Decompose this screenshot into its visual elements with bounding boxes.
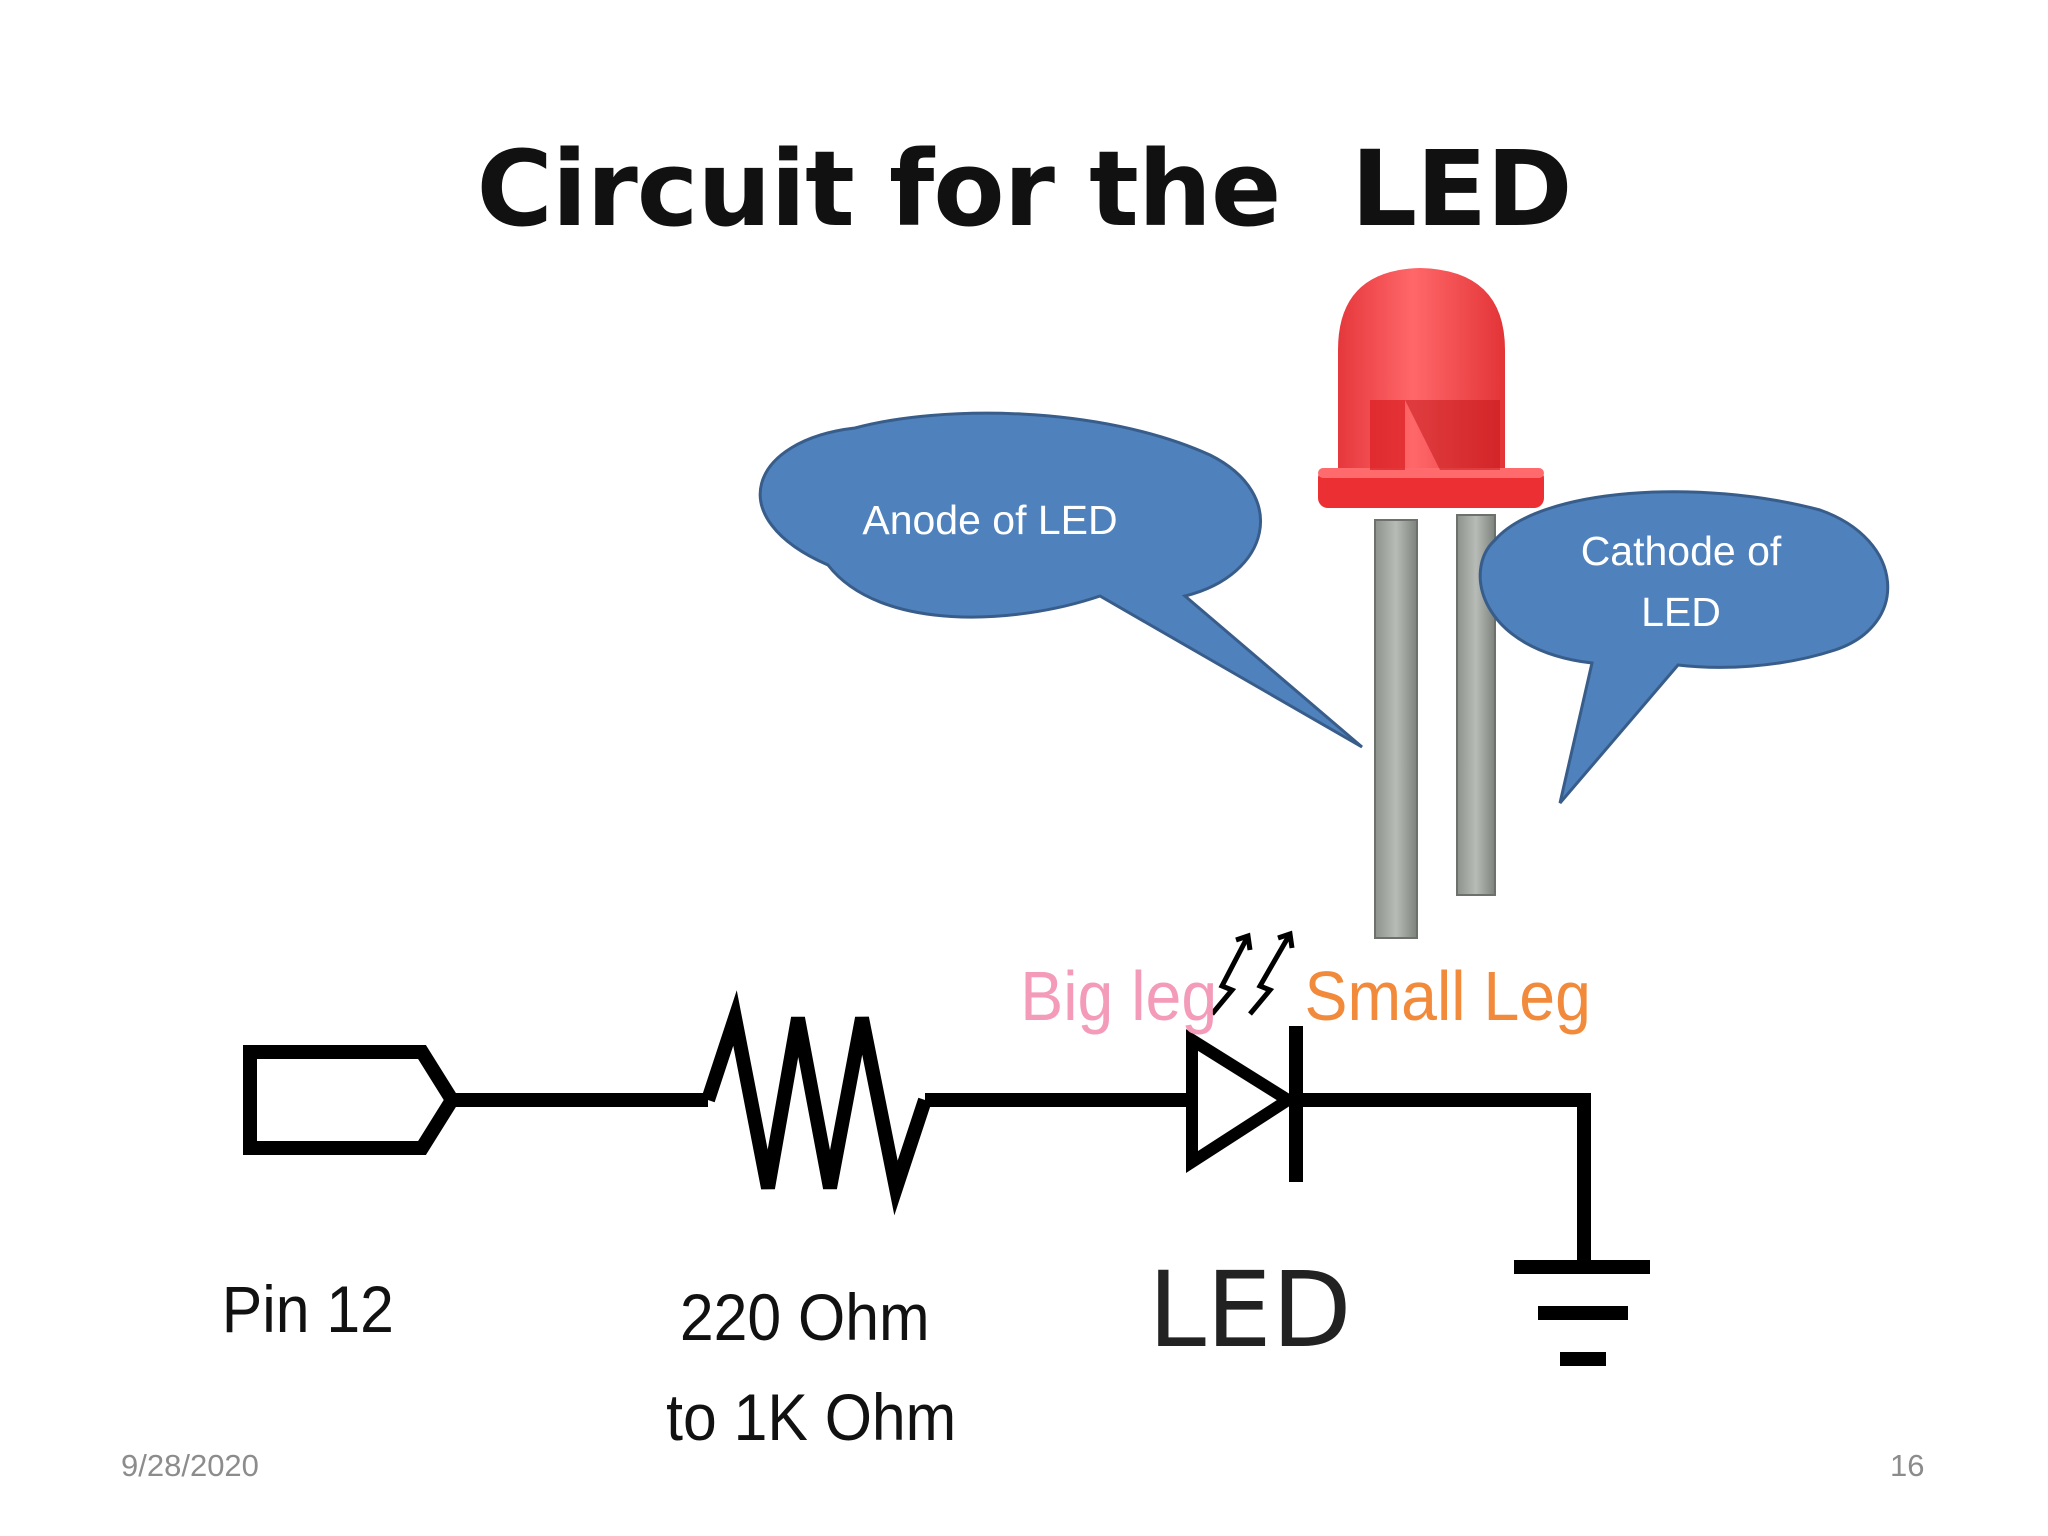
led-anode-leg [1374,519,1418,939]
anode-callout: Anode of LED [758,411,1363,749]
led-internal-anvil [1370,400,1405,470]
led-diode-symbol [1186,1026,1303,1182]
led-component-image [1318,268,1544,939]
slide-date: 9/28/2020 [121,1448,259,1483]
slide-number: 16 [1890,1448,1925,1483]
anode-callout-text: Anode of LED [862,497,1117,543]
cathode-callout: Cathode of LED [1478,490,1889,804]
wire-led-ground [1296,1093,1591,1262]
resistor-label-line1: 220 Ohm [680,1282,930,1355]
pin-label: Pin 12 [222,1274,394,1347]
resistor-symbol [701,990,932,1216]
cathode-callout-text-line1: Cathode of [1581,528,1782,574]
slide-title: Circuit for the LED [476,128,1572,250]
pin-connector [243,1045,461,1155]
led-label: LED [1148,1249,1352,1371]
small-leg-label: Small Leg [1305,958,1591,1036]
ground-icon [1514,1260,1650,1366]
light-emission-arrows-icon [1210,930,1295,1016]
cathode-callout-text-line2: LED [1641,589,1721,635]
big-leg-label: Big leg [1020,958,1217,1036]
led-internal-post [1405,400,1500,470]
resistor-label-line2: to 1K Ohm [666,1382,956,1455]
